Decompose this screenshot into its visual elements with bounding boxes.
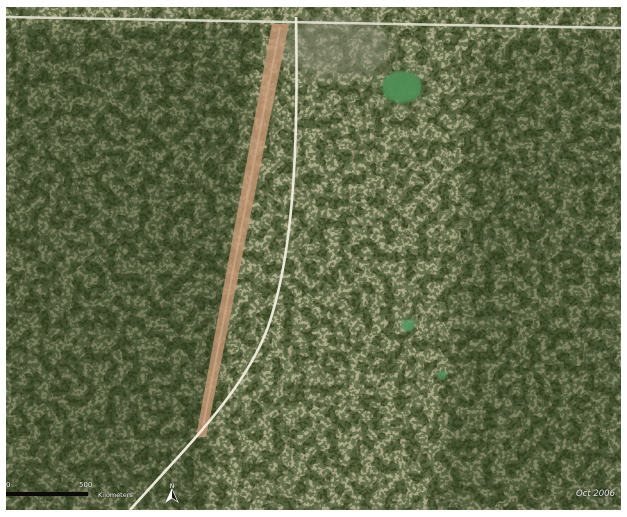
- north-label: N: [170, 483, 175, 490]
- east-west-road: [6, 15, 621, 30]
- scale-max-label: 500: [79, 481, 93, 489]
- dense-forest-east: [436, 27, 621, 510]
- scale-bar: [6, 492, 88, 496]
- pond: [382, 71, 422, 103]
- scale-unit-label: Kilometers: [98, 491, 133, 499]
- scale-zero-label: 0: [6, 481, 11, 489]
- pond-rim: [372, 62, 432, 112]
- airstrip: [196, 24, 289, 437]
- green-patch: [437, 371, 447, 379]
- settlement-clearing: [281, 15, 391, 79]
- imagery-date: Oct 2006: [575, 489, 615, 499]
- north-arrow-icon: N: [165, 483, 179, 503]
- satellite-map[interactable]: 0 500 Kilometers N Oct 2006: [6, 7, 621, 510]
- satellite-imagery: [6, 7, 621, 510]
- north-south-track: [129, 16, 298, 510]
- dense-forest-west: [6, 27, 256, 510]
- green-patch: [401, 319, 415, 331]
- airstrip-centerline: [201, 26, 281, 433]
